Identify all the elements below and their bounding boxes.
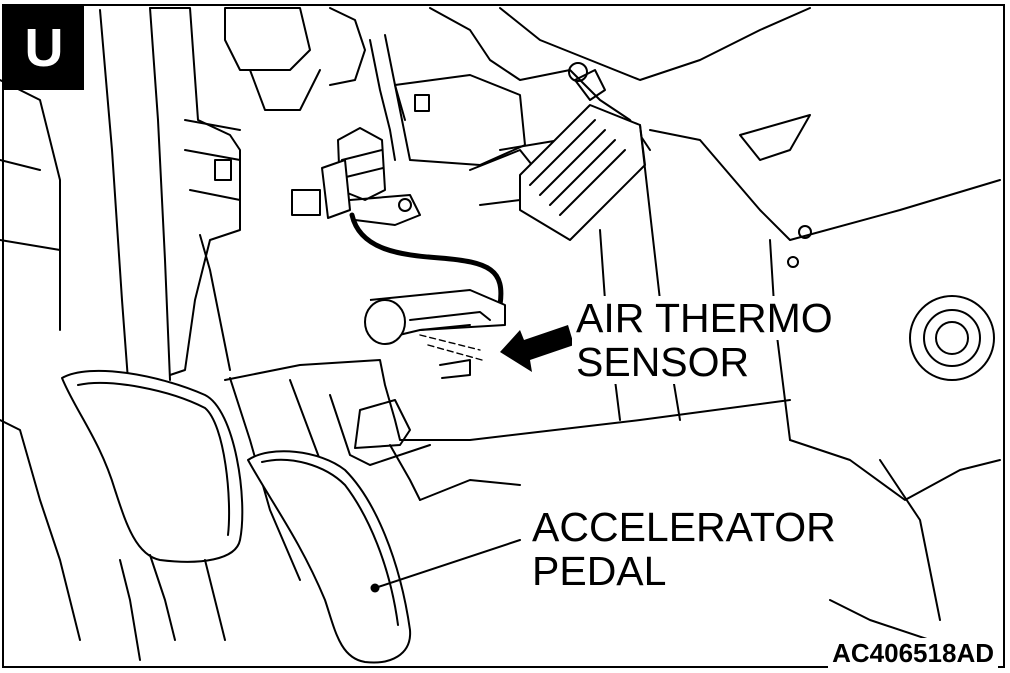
air-thermo-sensor-label-line1: AIR THERMO	[572, 296, 837, 340]
sensor-harness	[291, 127, 504, 308]
figure-frame	[2, 4, 1005, 668]
section-badge: U	[4, 6, 84, 90]
accelerator-pedal-label-line2: PEDAL	[528, 549, 671, 593]
air-thermo-sensor-label-line2: SENSOR	[572, 340, 754, 384]
brake-pedal	[61, 369, 244, 641]
accelerator-pedal-label-line1: ACCELERATOR	[528, 505, 840, 549]
accelerator-pedal-shape	[247, 450, 521, 664]
dashboard-structure	[499, 7, 1001, 651]
figure-code: AC406518AD	[828, 638, 998, 669]
air-thermo-arrow	[500, 325, 574, 372]
lower-structure	[0, 419, 521, 661]
air-thermo-sensor-unit	[364, 289, 506, 379]
steering-column	[0, 7, 241, 381]
